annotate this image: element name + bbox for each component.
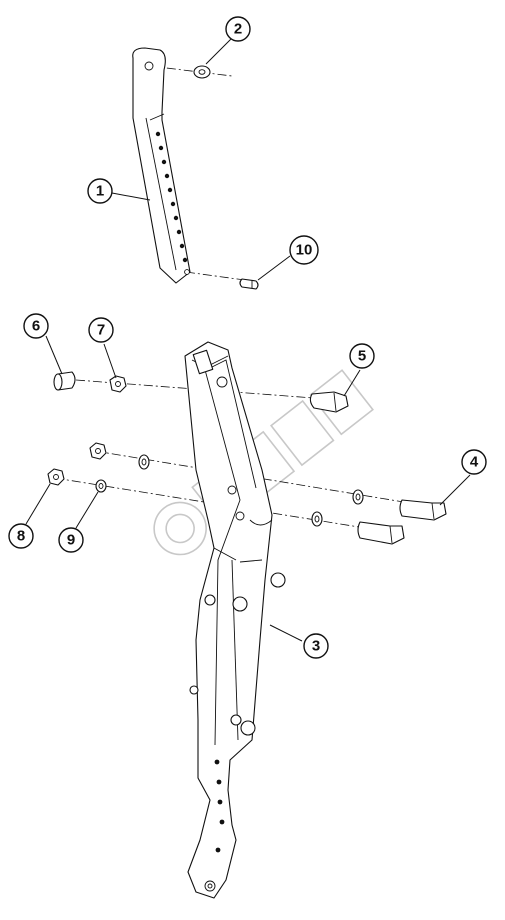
nut-middle-part [89,442,107,460]
spacer-sleeve-part [53,371,76,391]
callout-8: 8 [8,523,34,549]
callout-label-9: 9 [67,532,75,549]
callout-6: 6 [23,313,49,339]
callout-label-5: 5 [358,348,366,365]
main-lower-link [184,341,286,899]
bolt-long-part [399,499,447,521]
callout-label-7: 7 [97,322,105,339]
callout-10: 10 [289,235,319,265]
callout-label-3: 3 [312,638,320,655]
callout-5: 5 [349,343,375,369]
washer-part [193,65,211,79]
callout-label-2: 2 [234,21,242,38]
callout-label-6: 6 [32,318,40,335]
callout-4: 4 [461,449,487,475]
washer-right-upper-part [352,489,364,505]
callout-label-1: 1 [96,183,104,200]
bolt-short-part [357,521,405,545]
bolt-upper-part [309,391,349,413]
callout-label-4: 4 [470,454,479,471]
nut-lower-part [47,468,65,486]
washer-middle-part [138,454,150,470]
washer-lower-part [95,479,107,493]
pin-part [239,278,259,290]
washer-right-lower-part [311,511,323,527]
callout-label-10: 10 [296,242,313,259]
callout-1: 1 [87,178,113,204]
callout-label-8: 8 [17,528,25,545]
callout-7: 7 [88,317,114,343]
nut-upper-part [109,375,127,393]
leader-lines [25,37,471,642]
callout-3: 3 [303,633,329,659]
callout-9: 9 [58,527,84,553]
adjustable-link-bar [132,47,191,284]
callout-2: 2 [225,16,251,42]
